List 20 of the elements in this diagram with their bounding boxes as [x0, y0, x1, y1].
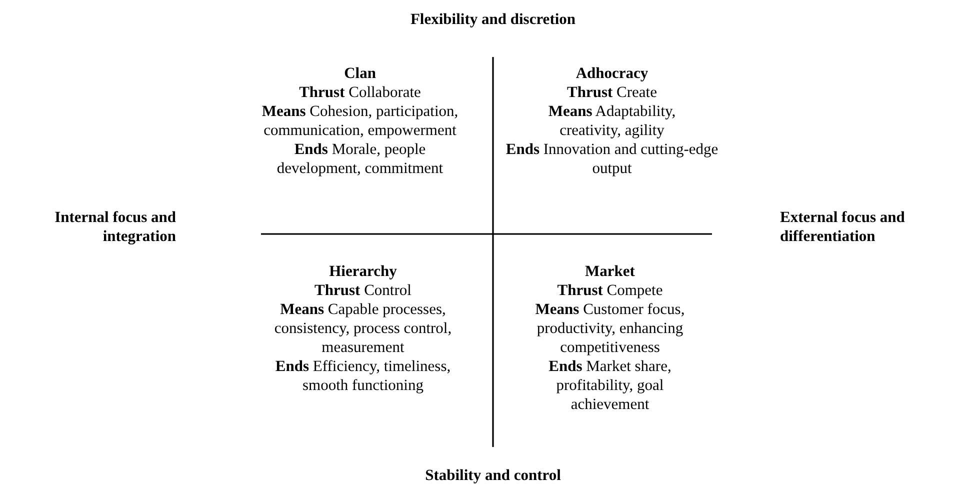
quadrant-description: Means Capable processes, consistency, process control, measurement — [273, 300, 453, 357]
quadrant-title: Clan — [343, 64, 377, 83]
quadrant-title: Hierarchy — [328, 262, 398, 281]
axis-label: Internal focus and integration — [54, 208, 176, 246]
quadrant-description: Ends Innovation and cutting-edge output — [505, 140, 719, 178]
quadrant-title: Market — [584, 262, 636, 281]
quadrant-description: Means Adaptability, creativity, agility — [547, 102, 677, 140]
axis-label: External focus and differentiation — [780, 208, 906, 246]
axis-label: Flexibility and discretion — [409, 10, 577, 29]
quadrant-description: Ends Efficiency, timeliness, smooth functioning — [274, 357, 452, 395]
axis-label: Stability and control — [424, 466, 562, 485]
quadrant-description: Thrust Collaborate — [298, 83, 422, 102]
quadrant-description: Thrust Control — [314, 281, 412, 300]
quadrant-description: Ends Morale, people development, commitment — [276, 140, 444, 178]
quadrant-description: Thrust Create — [566, 83, 658, 102]
quadrant-description: Means Cohesion, participation, communication, empowerment — [260, 102, 460, 140]
quadrant-description: Thrust Compete — [556, 281, 664, 300]
quadrant-description: Means Customer focus, productivity, enhancing competitiveness — [534, 300, 686, 357]
quadrant-title: Adhocracy — [574, 64, 650, 83]
quadrant-description: Ends Market share, profitability, goal achievement — [548, 357, 672, 414]
